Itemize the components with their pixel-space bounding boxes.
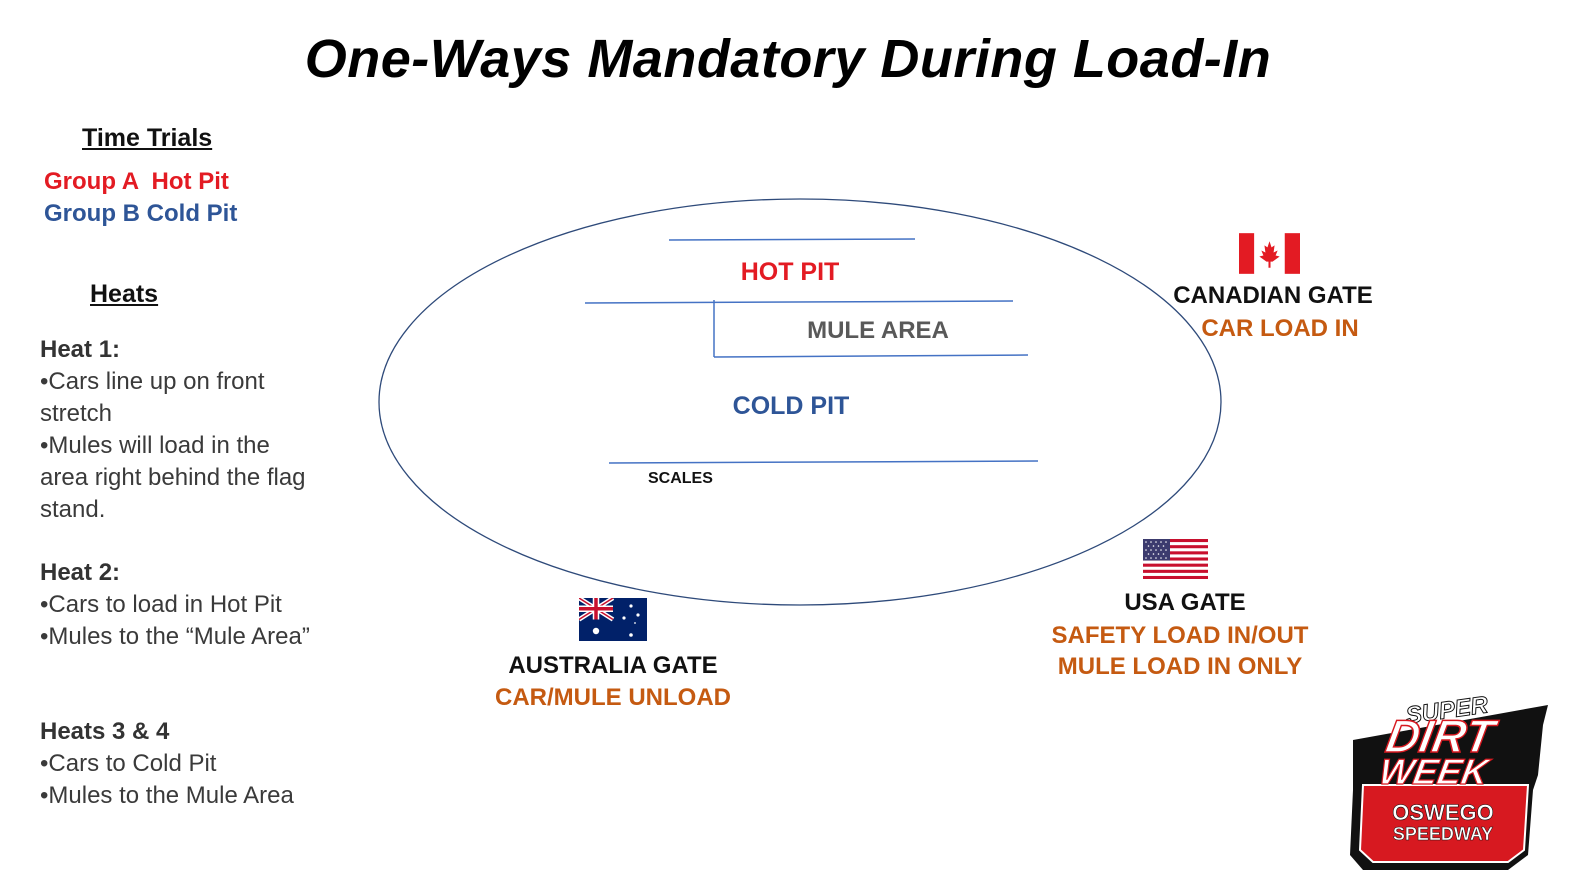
logo-text: DIRT xyxy=(1382,710,1501,762)
pit-divider-line xyxy=(668,238,916,241)
hot-pit-label: HOT PIT xyxy=(740,258,840,286)
scales-label: SCALES xyxy=(648,470,713,487)
australia-gate-detail: CAR/MULE UNLOAD xyxy=(495,684,731,711)
heat-3-4-block: Heats 3 & 4 •Cars to Cold Pit •Mules to … xyxy=(40,716,320,812)
heats-heading: Heats xyxy=(90,280,159,308)
mule-area-label: MULE AREA xyxy=(807,317,949,344)
australia-flag-icon xyxy=(579,598,647,641)
heat-title: Heat 1: xyxy=(40,336,121,363)
heat-bullet: •Cars line up on front stretch xyxy=(40,368,265,427)
track-oval xyxy=(378,198,1222,606)
canadian-gate-name: CANADIAN GATE xyxy=(1173,282,1373,309)
heat-bullet: •Cars to load in Hot Pit xyxy=(40,591,282,618)
heat-bullet: •Mules will load in the area right behin… xyxy=(40,432,306,523)
cold-pit-label: COLD PIT xyxy=(732,392,850,420)
logo-text: SPEEDWAY xyxy=(1393,824,1493,844)
pit-divider-line xyxy=(713,354,1029,358)
pit-divider-line xyxy=(608,460,1039,464)
pit-divider-line xyxy=(584,300,1014,304)
heat-bullet: •Mules to the Mule Area xyxy=(40,782,294,809)
page-title: One-Ways Mandatory During Load-In xyxy=(304,29,1272,89)
usa-flag-icon xyxy=(1143,539,1208,579)
heat-1-block: Heat 1: •Cars line up on front stretch •… xyxy=(40,334,320,526)
canada-flag-icon xyxy=(1239,233,1300,274)
usa-gate-name: USA GATE xyxy=(1124,589,1246,616)
logo-text: WEEK xyxy=(1376,751,1494,792)
heat-title: Heat 2: xyxy=(40,559,121,586)
super-dirt-week-logo: SUPER DIRT WEEK OSWEGO SPEEDWAY xyxy=(1350,691,1548,870)
heat-title: Heats 3 & 4 xyxy=(40,718,170,745)
canadian-gate-detail: CAR LOAD IN xyxy=(1201,315,1359,342)
usa-gate-detail: SAFETY LOAD IN/OUT xyxy=(1051,622,1309,649)
heat-bullet: •Cars to Cold Pit xyxy=(40,750,217,777)
group-a-label: Group A Hot Pit xyxy=(44,168,229,195)
heat-bullet: •Mules to the “Mule Area” xyxy=(40,623,310,650)
group-b-label: Group B Cold Pit xyxy=(44,200,238,227)
usa-gate-detail: MULE LOAD IN ONLY xyxy=(1057,653,1303,680)
heat-2-block: Heat 2: •Cars to load in Hot Pit •Mules … xyxy=(40,557,320,653)
time-trials-heading: Time Trials xyxy=(82,124,213,152)
australia-gate-name: AUSTRALIA GATE xyxy=(508,652,718,679)
logo-text: OSWEGO xyxy=(1392,800,1493,825)
